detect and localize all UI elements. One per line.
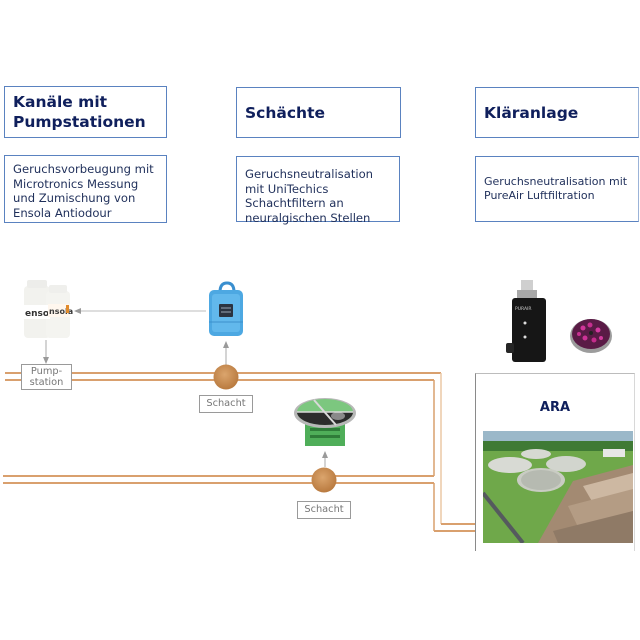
card-desc-klaeranlage: Geruchsneutralisation mit PureAir Luftfi…	[475, 156, 639, 222]
pureair-filter-icon: PURAIR	[506, 280, 546, 362]
svg-text:ensola: ensola	[25, 309, 58, 319]
card-title-schaechte: Schächte	[236, 87, 401, 138]
pumpstation-label-line2: station	[29, 377, 64, 388]
treatment-plant-photo	[483, 431, 633, 543]
card-title-text: Schächte	[245, 103, 325, 122]
card-desc-schaechte: Geruchsneutralisation mit UniTechics Sch…	[236, 156, 400, 225]
filter-granulate-icon	[570, 319, 612, 353]
schacht-label-1: Schacht	[199, 395, 253, 413]
arrow-head-up	[322, 451, 328, 458]
schacht-label-text: Schacht	[206, 398, 246, 409]
shaft-filter-icon	[294, 398, 356, 446]
schacht-label-2: Schacht	[297, 501, 351, 519]
ara-box: ARA	[475, 373, 635, 551]
svg-text:PURAIR: PURAIR	[515, 306, 531, 312]
arrow-head-left	[74, 308, 81, 314]
card-title-text: Kanäle mit Pumpstationen	[13, 93, 146, 131]
card-title-text: Kläranlage	[484, 103, 579, 122]
ara-title: ARA	[539, 400, 571, 415]
card-title-kanaele: Kanäle mit Pumpstationen	[4, 86, 167, 138]
manhole-icon	[213, 364, 239, 390]
card-desc-kanaele: Geruchsvorbeugung mit Microtronics Messu…	[4, 155, 167, 223]
pumpstation-label-line1: Pump-	[30, 366, 63, 377]
card-desc-text: Geruchsvorbeugung mit Microtronics Messu…	[13, 162, 154, 220]
arrow-head-down	[43, 357, 49, 364]
card-desc-text: Geruchsneutralisation mit UniTechics Sch…	[245, 167, 374, 225]
schacht-label-text: Schacht	[304, 504, 344, 515]
ensola-bottles-icon: ensola nsola	[24, 280, 73, 338]
arrow-head-up	[223, 341, 229, 348]
card-desc-text: Geruchsneutralisation mit PureAir Luftfi…	[484, 175, 628, 202]
svg-text:nsola: nsola	[49, 307, 73, 316]
microtronics-device-icon	[209, 281, 243, 336]
pumpstation-label: Pump- station	[21, 364, 72, 390]
manhole-icon	[311, 467, 337, 493]
card-title-klaeranlage: Kläranlage	[475, 87, 639, 138]
